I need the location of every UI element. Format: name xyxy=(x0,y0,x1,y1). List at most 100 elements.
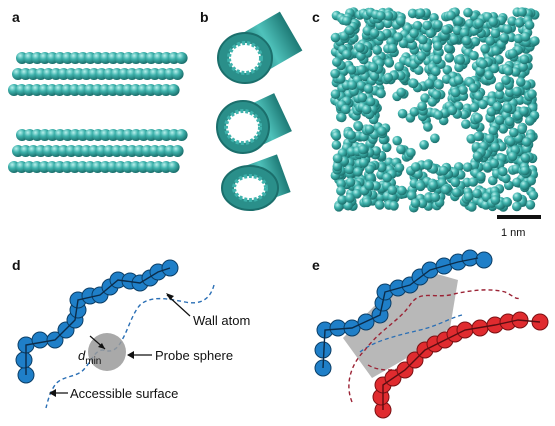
network-atom xyxy=(410,162,421,172)
network-atom xyxy=(459,109,470,120)
network-atom xyxy=(431,90,442,100)
network-atom xyxy=(363,84,374,94)
network-atom xyxy=(517,124,527,135)
network-atom xyxy=(353,121,364,132)
network-atom xyxy=(492,101,503,112)
probe-sphere-label: Probe sphere xyxy=(155,348,233,363)
network-atom xyxy=(521,137,532,147)
sheet-atom xyxy=(167,84,180,96)
network-atom xyxy=(422,160,433,170)
network-atom xyxy=(409,28,419,39)
accessible-surface-red-e xyxy=(348,289,521,403)
network-atom xyxy=(518,62,528,72)
sheet-atom xyxy=(167,161,180,173)
chain-backbone-red-e xyxy=(382,319,541,410)
network-atom xyxy=(494,115,505,125)
network-atom xyxy=(394,61,405,72)
network-atom xyxy=(485,36,495,46)
network-atom xyxy=(440,184,451,195)
network-atom xyxy=(392,135,403,146)
network-atom xyxy=(484,133,495,144)
network-atom xyxy=(387,43,398,54)
network-atom xyxy=(467,202,477,212)
network-atom xyxy=(501,75,511,85)
network-atom xyxy=(494,82,505,92)
network-atom xyxy=(476,171,486,182)
network-atom xyxy=(525,200,536,210)
network-atom xyxy=(507,48,518,59)
network-atom xyxy=(489,63,500,74)
network-atom xyxy=(502,197,512,207)
network-atom xyxy=(463,7,473,18)
network-atom xyxy=(449,34,459,45)
network-atom xyxy=(425,28,436,39)
network-atom xyxy=(417,198,428,209)
network-atom xyxy=(397,185,407,196)
network-atom xyxy=(337,195,348,205)
accessible-surface-arrowhead xyxy=(49,389,56,397)
network-atom xyxy=(491,46,501,56)
network-atom xyxy=(382,172,393,183)
panel-e-schematic xyxy=(314,249,549,419)
network-atom xyxy=(396,144,406,155)
chain-backbone-d xyxy=(25,267,171,375)
network-atom xyxy=(433,41,443,51)
sheet-atom xyxy=(171,145,184,157)
d-min-label: dmin xyxy=(78,348,101,367)
network-atom xyxy=(478,59,488,69)
accessible-surface-blue-e xyxy=(359,314,463,353)
network-atom xyxy=(472,151,483,161)
network-atom xyxy=(451,187,462,198)
network-atom xyxy=(342,49,352,60)
network-atom xyxy=(510,67,521,77)
network-atom xyxy=(343,200,353,211)
network-atom xyxy=(372,45,383,55)
network-atom xyxy=(521,144,532,154)
network-atom xyxy=(438,165,449,176)
network-atom xyxy=(369,28,380,38)
network-atom xyxy=(441,25,451,35)
network-atom xyxy=(472,188,482,199)
scale-bar-label: 1 nm xyxy=(501,227,525,239)
network-atom xyxy=(473,91,484,101)
panel-d-schematic: dmin Wall atom Probe sphere Accessible s… xyxy=(15,259,250,409)
network-atom xyxy=(415,8,426,18)
network-atom xyxy=(519,54,530,65)
network-atom xyxy=(361,104,372,115)
network-atom xyxy=(409,107,420,117)
network-atom xyxy=(395,16,406,26)
network-atom xyxy=(444,43,454,54)
network-atom xyxy=(332,161,343,172)
network-atom xyxy=(417,101,428,111)
wall-atom-arrowhead xyxy=(166,293,174,300)
sheet-atom xyxy=(171,68,184,80)
d-min-arrowhead xyxy=(98,343,105,349)
panel-b-nanotubes xyxy=(216,11,303,211)
network-atom xyxy=(530,36,540,46)
network-atom xyxy=(450,177,461,188)
network-atom xyxy=(490,142,501,153)
wall-atom xyxy=(31,331,49,349)
scale-bar: 1 nm xyxy=(497,215,541,239)
panel-label-e: e xyxy=(312,257,320,273)
network-atom xyxy=(352,189,362,199)
network-atom xyxy=(412,20,423,31)
wall-atom xyxy=(15,351,33,369)
network-atom xyxy=(469,102,480,113)
network-atom xyxy=(420,93,430,103)
network-atom xyxy=(502,24,513,34)
network-atom xyxy=(330,32,341,43)
network-atom xyxy=(423,122,433,132)
network-atom xyxy=(470,36,481,47)
network-atom xyxy=(377,126,387,136)
network-atom xyxy=(355,42,365,53)
network-atom xyxy=(330,89,341,99)
accessible-surface-curve xyxy=(45,284,215,409)
network-atom xyxy=(490,28,501,39)
panel-a-stacked-sheets xyxy=(8,52,188,173)
wall-atom-label: Wall atom xyxy=(193,313,250,328)
nanotube-top xyxy=(217,11,303,84)
network-atom xyxy=(520,153,531,163)
network-atom xyxy=(428,180,439,191)
